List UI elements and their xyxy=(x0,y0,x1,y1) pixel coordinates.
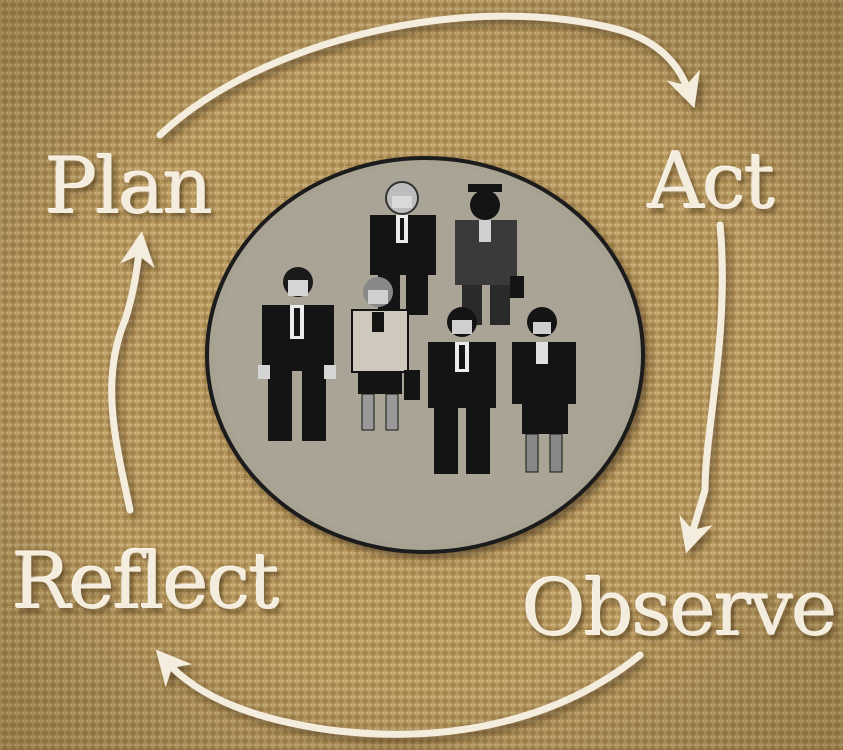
person-figure xyxy=(512,307,576,473)
step-act-label: Act xyxy=(648,137,775,227)
cycle-arrows xyxy=(108,12,726,738)
step-plan-label: Plan xyxy=(45,142,213,232)
arrow-plan-to-act xyxy=(156,12,700,139)
arrow-observe-to-reflect xyxy=(155,649,644,738)
arrow-act-to-observe xyxy=(679,221,726,554)
person-figure xyxy=(428,307,496,474)
step-reflect-label: Reflect xyxy=(12,537,280,627)
person-figure xyxy=(258,267,336,441)
person-figure xyxy=(351,277,420,431)
step-observe-label: Observe xyxy=(522,564,838,654)
person-figure xyxy=(455,184,524,325)
arrow-reflect-to-plan xyxy=(108,231,155,514)
team-figures xyxy=(258,181,576,474)
